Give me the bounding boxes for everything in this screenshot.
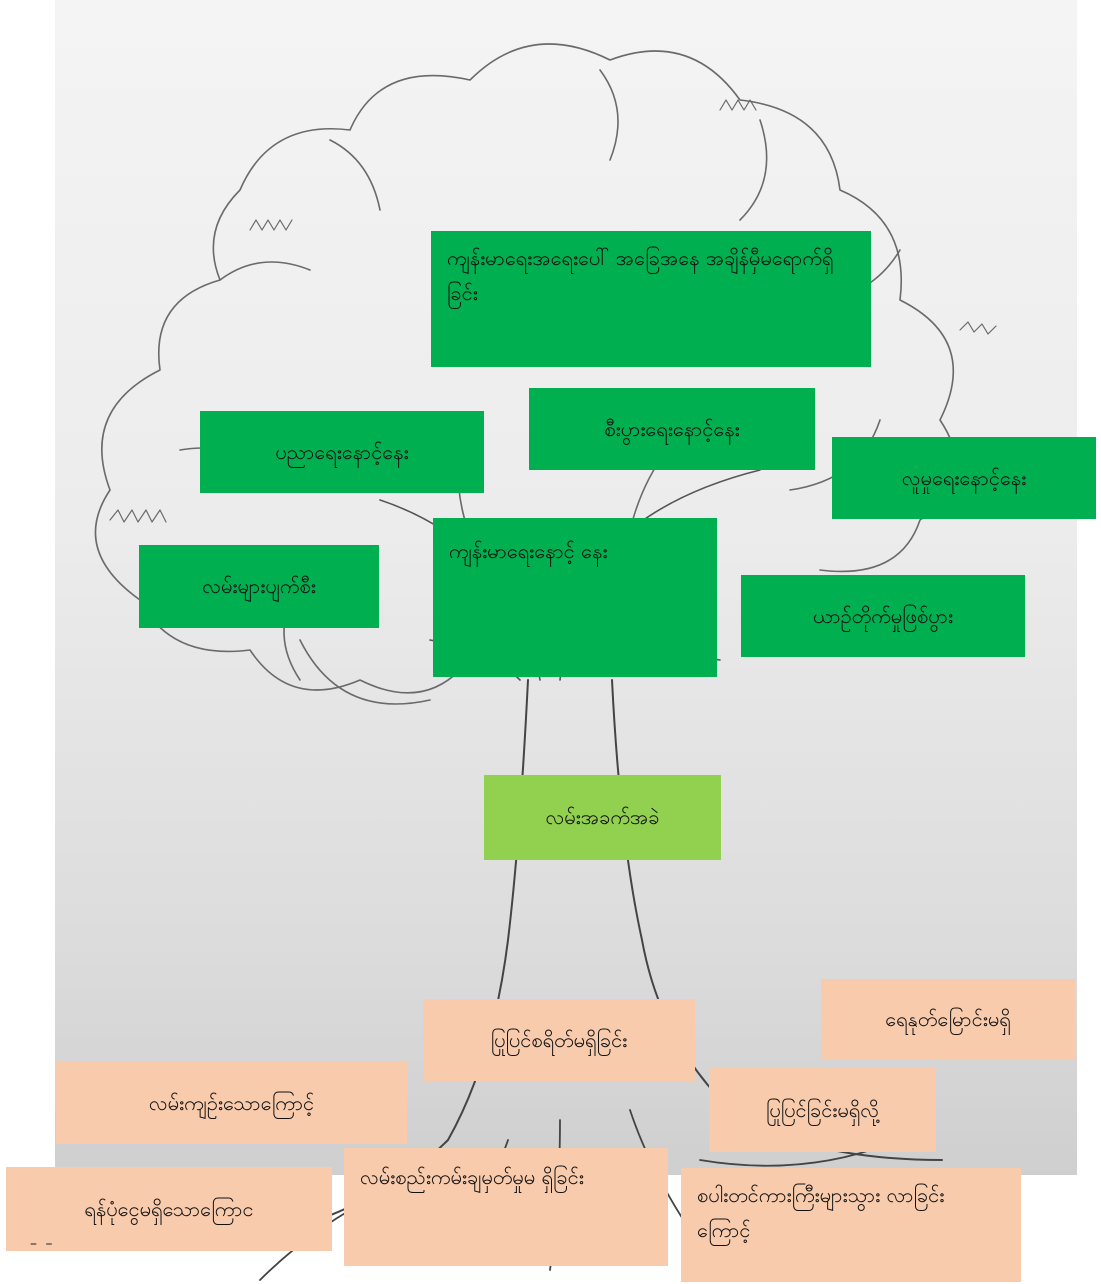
node-no-drainage-label: ရေနုတ်မြောင်းမရှိ bbox=[885, 1007, 1011, 1031]
node-economy-label: စီးပွားရေးနောင့်နေး bbox=[604, 416, 740, 441]
node-no-budget-label: ရန်ပုံငွေမရှိသောကြောင bbox=[84, 1196, 254, 1221]
node-accidents: ယာဉ်တိုက်မှုဖြစ်ပွား bbox=[741, 575, 1025, 657]
node-no-budget: ရန်ပုံငွေမရှိသောကြောင bbox=[6, 1167, 332, 1251]
node-no-maintenance-label: ပြုပြင်ခြင်းမရှိလို့ bbox=[765, 1097, 880, 1122]
node-no-repair-plan: ပြုပြင်စရိတ်မရှိခြင်း bbox=[423, 999, 695, 1081]
node-road-condition-status-label: ကျန်းမာရေးအရေးပေါ် အခြေအနေ အချိန်မှီမရော… bbox=[447, 246, 834, 305]
node-education: ပညာရေးနောင့်နေး bbox=[200, 411, 484, 493]
node-lost-roads: လမ်းများပျက်စီး bbox=[139, 545, 379, 628]
node-no-repair-plan-label: ပြုပြင်စရိတ်မရှိခြင်း bbox=[490, 1027, 628, 1052]
node-no-drainage: ရေနုတ်မြောင်းမရှိ bbox=[821, 979, 1075, 1060]
node-narrow-road-label: လမ်းကျဉ်းသောကြောင့် bbox=[148, 1090, 315, 1115]
node-accidents-label: ယာဉ်တိုက်မှုဖြစ်ပွား bbox=[813, 603, 953, 628]
node-lost-roads-label: လမ်းများပျက်စီး bbox=[202, 574, 316, 598]
node-health-label: ကျန်းမာရေးနောင့် နေး bbox=[449, 539, 608, 563]
node-no-road-rules: လမ်းစည်းကမ်းချမှတ်မှုမ ရှိခြင်း bbox=[344, 1148, 668, 1266]
node-road-condition-status: ကျန်းမာရေးအရေးပေါ် အခြေအနေ အချိန်မှီမရော… bbox=[431, 231, 871, 367]
node-social: လူမှုရေးနောင့်နေး bbox=[832, 437, 1096, 519]
node-trunk-label: လမ်းအခက်အခဲ bbox=[545, 805, 660, 829]
node-narrow-road: လမ်းကျဉ်းသောကြောင့် bbox=[56, 1062, 407, 1144]
node-social-label: လူမှုရေးနောင့်နေး bbox=[901, 465, 1027, 490]
node-heavy-vehicles-label: စပါးတင်ကားကြီးများသွား လာခြင်းကြောင့် bbox=[697, 1183, 945, 1242]
node-economy: စီးပွားရေးနောင့်နေး bbox=[529, 388, 815, 470]
node-heavy-vehicles: စပါးတင်ကားကြီးများသွား လာခြင်းကြောင့် bbox=[681, 1168, 1021, 1282]
trailing-dash-mark: – – bbox=[30, 1236, 55, 1252]
node-education-label: ပညာရေးနောင့်နေး bbox=[275, 439, 409, 464]
node-health: ကျန်းမာရေးနောင့် နေး bbox=[433, 518, 717, 677]
node-no-road-rules-label: လမ်းစည်းကမ်းချမှတ်မှုမ ရှိခြင်း bbox=[360, 1165, 584, 1189]
node-no-maintenance: ပြုပြင်ခြင်းမရှိလို့ bbox=[709, 1068, 936, 1152]
node-trunk-road-problem: လမ်းအခက်အခဲ bbox=[484, 775, 721, 860]
